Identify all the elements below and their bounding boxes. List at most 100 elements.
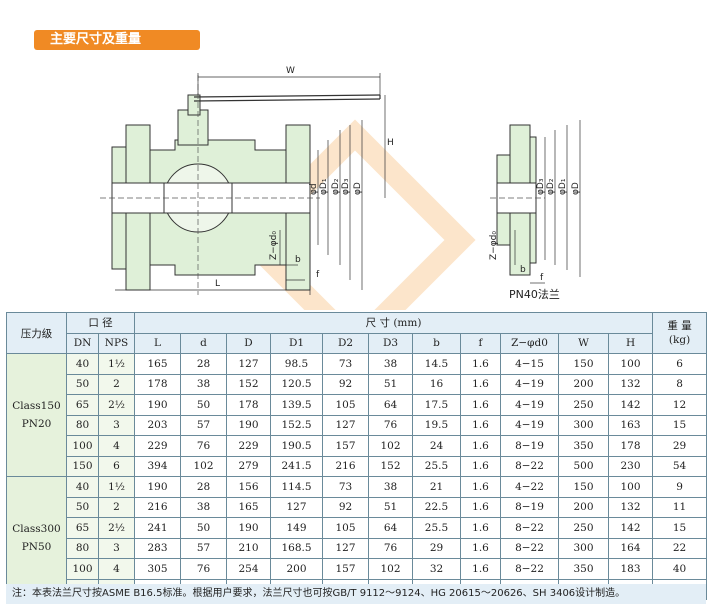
dimension-cell: 14.5 [412, 353, 461, 375]
dimension-cell: 50 [180, 517, 227, 539]
dimension-cell: 120.5 [270, 373, 323, 395]
dn-cell: 80 [66, 537, 99, 559]
dimension-cell: 25.5 [412, 455, 461, 477]
dimension-cell: 4−19 [500, 373, 559, 395]
dimension-cell: 76 [368, 537, 413, 559]
header-col: D [226, 332, 271, 354]
pn40-dim-f: f [540, 273, 544, 283]
dimension-cell: 4−15 [500, 353, 559, 375]
dimension-cell: 1.6 [460, 455, 501, 477]
dimension-cell: 8−22 [500, 517, 559, 539]
dimension-cell: 229 [226, 435, 271, 457]
dimension-cell: 8−22 [500, 558, 559, 580]
nps-cell: 3 [98, 414, 135, 436]
dimension-cell: 100 [607, 353, 654, 375]
pn40-dim-b: b [520, 265, 526, 275]
dimension-cell: 190 [134, 394, 181, 416]
weight-cell: 12 [652, 394, 708, 416]
dimension-cell: 28 [180, 353, 227, 375]
dimension-cell: 241.5 [270, 455, 323, 477]
dim-b: b [295, 255, 301, 265]
dimension-cell: 279 [226, 455, 271, 477]
spec-table: 压力级 口 径 尺 寸 (mm) 重 量 (kg) DN NPS L d D D… [6, 312, 708, 600]
dimension-cell: 8−22 [500, 455, 559, 477]
weight-cell: 11 [652, 496, 708, 518]
pressure-class: Class150 [12, 400, 61, 412]
nps-cell: 2 [98, 496, 135, 518]
dimension-cell: 164 [607, 537, 654, 559]
dimension-cell: 50 [180, 394, 227, 416]
dimension-cell: 98.5 [270, 353, 323, 375]
header-nps: NPS [98, 332, 135, 354]
dimension-cell: 157 [322, 558, 369, 580]
dimension-cell: 165 [226, 496, 271, 518]
dimension-cell: 92 [322, 496, 369, 518]
dimension-cell: 132 [607, 496, 654, 518]
dimension-cell: 152.5 [270, 414, 323, 436]
dimension-cell: 38 [180, 496, 227, 518]
dim-D: φD [353, 182, 363, 195]
dimension-cell: 190 [134, 476, 181, 498]
dimension-cell: 8−22 [500, 537, 559, 559]
footnote: 注：本表法兰尺寸按ASME B16.5标准。根据用户要求，法兰尺寸也可按GB/T… [6, 584, 706, 604]
dimension-cell: 216 [134, 496, 181, 518]
dimension-cell: 76 [180, 558, 227, 580]
header-col: D3 [368, 332, 413, 354]
dn-cell: 65 [66, 517, 99, 539]
weight-cell: 22 [652, 537, 708, 559]
dimension-cell: 165 [134, 353, 181, 375]
dimension-cell: 1.6 [460, 373, 501, 395]
nps-cell: 2½ [98, 394, 135, 416]
header-col: D2 [322, 332, 369, 354]
dn-cell: 40 [66, 476, 99, 498]
dimension-cell: 51 [368, 373, 413, 395]
dimension-cell: 178 [226, 394, 271, 416]
weight-cell: 8 [652, 373, 708, 395]
dimension-cell: 127 [226, 353, 271, 375]
dimension-cell: 139.5 [270, 394, 323, 416]
dim-D2: φD₂ [331, 178, 341, 195]
section-title: 主要尺寸及重量 [34, 30, 200, 50]
dimension-cell: 127 [322, 414, 369, 436]
nps-cell: 1½ [98, 476, 135, 498]
valve-drawing: W H L Z−φd₀ b f φd φD₁ φD₂ φD₃ φD Z−φd₀ … [100, 66, 581, 310]
weight-cell: 6 [652, 353, 708, 375]
valve-handle [193, 94, 381, 102]
dimension-cell: 283 [134, 537, 181, 559]
dn-cell: 150 [66, 455, 99, 477]
dimension-cell: 230 [607, 455, 654, 477]
dimension-cell: 102 [368, 435, 413, 457]
weight-cell: 40 [652, 558, 708, 580]
dimension-cell: 300 [558, 537, 609, 559]
dim-d: φd [309, 183, 319, 195]
dimension-cell: 132 [607, 373, 654, 395]
dimension-cell: 32 [412, 558, 461, 580]
nps-cell: 2 [98, 373, 135, 395]
dim-D1: φD₁ [319, 178, 329, 195]
dimension-cell: 4−19 [500, 414, 559, 436]
dim-f: f [316, 270, 320, 280]
dimension-cell: 92 [322, 373, 369, 395]
dn-cell: 80 [66, 414, 99, 436]
dimension-cell: 216 [322, 455, 369, 477]
header-bore: 口 径 [66, 312, 135, 334]
dimension-cell: 210 [226, 537, 271, 559]
dimension-cell: 142 [607, 517, 654, 539]
dimension-cell: 190 [226, 517, 271, 539]
dimension-cell: 1.6 [460, 435, 501, 457]
dimension-cell: 57 [180, 537, 227, 559]
dimension-cell: 1.6 [460, 537, 501, 559]
dimension-cell: 8−19 [500, 496, 559, 518]
dim-D3: φD₃ [341, 178, 351, 195]
nps-cell: 4 [98, 558, 135, 580]
dn-cell: 50 [66, 496, 99, 518]
dimension-cell: 51 [368, 496, 413, 518]
